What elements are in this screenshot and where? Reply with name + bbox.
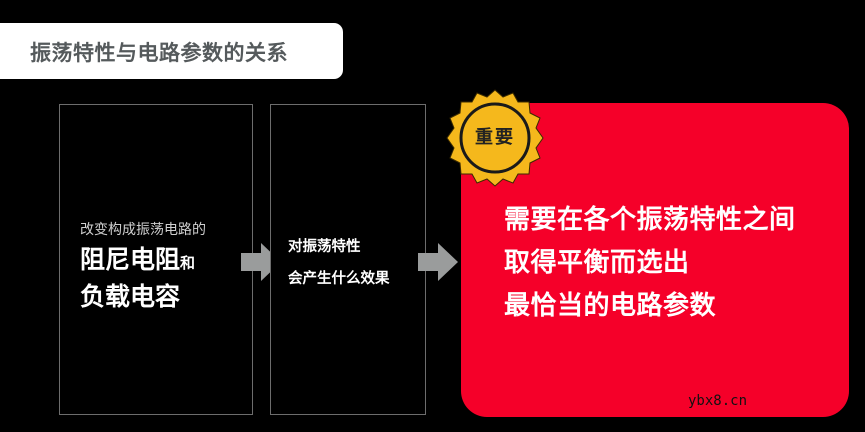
effect-text: 对振荡特性 会产生什么效果 bbox=[288, 231, 390, 295]
cause-box: 改变构成振荡电路的 阻尼电阻和 负载电容 bbox=[59, 104, 253, 415]
watermark: ybx8.cn bbox=[688, 393, 748, 409]
title-banner: 振荡特性与电路参数的关系 bbox=[0, 23, 343, 79]
effect-box: 对振荡特性 会产生什么效果 bbox=[270, 104, 426, 415]
seal-icon bbox=[446, 89, 544, 187]
cause-intro: 改变构成振荡电路的 bbox=[80, 222, 206, 238]
conclusion-line-1: 需要在各个振荡特性之间 bbox=[504, 205, 796, 235]
load-capacitor-text: 负载电容 bbox=[80, 282, 181, 311]
effect-line-1: 对振荡特性 bbox=[288, 239, 361, 255]
damping-resistor-text: 阻尼电阻 bbox=[80, 245, 181, 274]
cause-main: 阻尼电阻和 负载电容 bbox=[80, 243, 195, 314]
effect-line-2: 会产生什么效果 bbox=[288, 271, 390, 287]
slide-title: 振荡特性与电路参数的关系 bbox=[30, 41, 288, 65]
conclusion-line-3: 最恰当的电路参数 bbox=[504, 291, 717, 321]
and-text: 和 bbox=[180, 254, 196, 272]
conclusion-line-2: 取得平衡而选出 bbox=[504, 248, 690, 278]
badge-label: 重要 bbox=[475, 127, 515, 148]
important-badge: 重要 bbox=[445, 88, 545, 188]
conclusion-text: 需要在各个振荡特性之间 取得平衡而选出 最恰当的电路参数 bbox=[504, 199, 796, 328]
